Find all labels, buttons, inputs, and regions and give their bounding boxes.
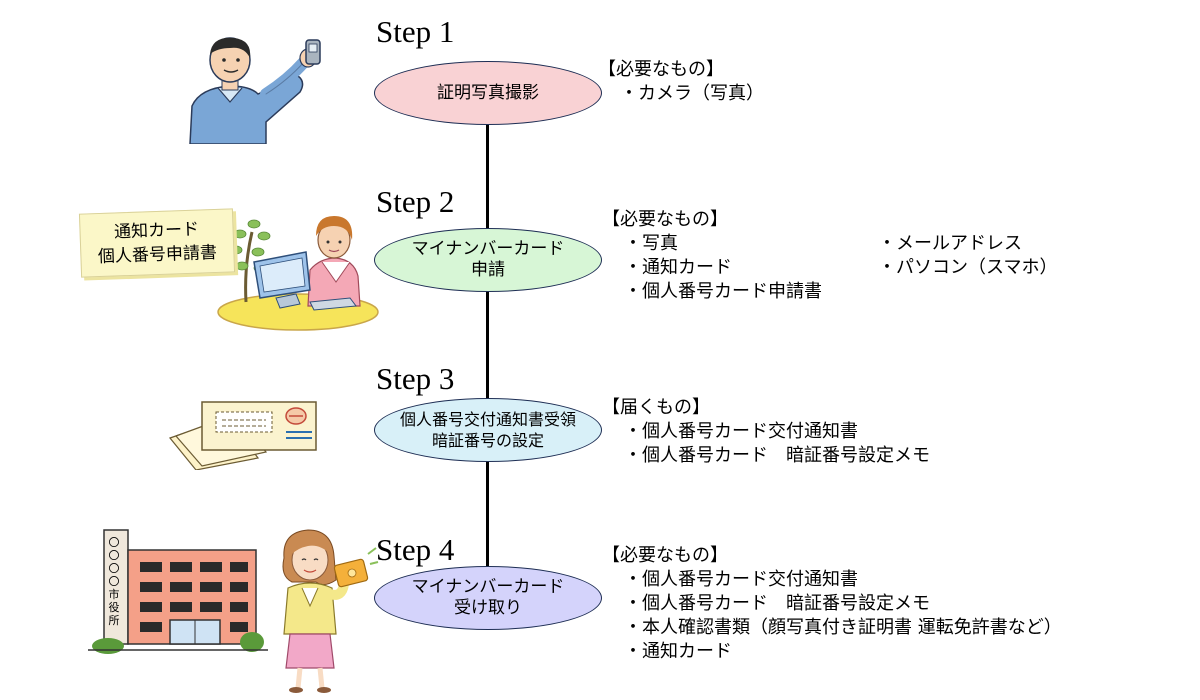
step-2-item-1: ・写真	[624, 233, 678, 254]
step-2-item-4: ・メールアドレス	[878, 233, 1022, 254]
note-card-line-1: 通知カード	[113, 219, 200, 243]
timeline-line	[486, 112, 489, 610]
step-1-info: 【必要なもの】 ・カメラ（写真）	[598, 58, 764, 106]
woman-holding-card-illustration	[282, 529, 379, 693]
city-hall-sign: 〇〇〇〇市役所	[108, 536, 120, 627]
step-4-title: Step 4	[376, 532, 455, 567]
step-4-label-line-2: 受け取り	[454, 598, 522, 618]
step-1-item-1: ・カメラ（写真）	[620, 83, 764, 104]
step-3-info: 【届くもの】 ・個人番号カード交付通知書 ・個人番号カード 暗証番号設定メモ	[602, 396, 930, 468]
step-4-item-2: ・個人番号カード 暗証番号設定メモ	[624, 593, 930, 614]
step-3-title: Step 3	[376, 361, 455, 396]
step-2-item-2: ・通知カード	[624, 257, 732, 278]
step-1-oval: 証明写真撮影	[374, 61, 602, 125]
step-2-info: 【必要なもの】 ・写真 ・メールアドレス ・通知カード ・パソコン（スマホ） ・…	[602, 208, 1058, 304]
step-3-label-line-2: 暗証番号の設定	[431, 431, 544, 450]
step-1-title: Step 1	[376, 14, 455, 49]
step-2-info-heading: 【必要なもの】	[602, 209, 728, 230]
step-2-item-5: ・パソコン（スマホ）	[878, 257, 1058, 278]
step-2-title: Step 2	[376, 184, 455, 219]
step-2-label-line-1: マイナンバーカード	[411, 239, 565, 259]
step-3-info-heading: 【届くもの】	[602, 397, 710, 418]
step-3-item-2: ・個人番号カード 暗証番号設定メモ	[624, 445, 930, 466]
step-2-oval: マイナンバーカード 申請	[374, 228, 602, 292]
man-with-camera-illustration	[189, 37, 321, 144]
envelopes-illustration	[168, 401, 317, 470]
step-4-info-heading: 【必要なもの】	[602, 545, 728, 566]
step-4-item-3: ・本人確認書類（顔写真付き証明書 運転免許書など）	[624, 617, 1062, 638]
step-4-oval: マイナンバーカード 受け取り	[374, 566, 602, 630]
step-4-item-4: ・通知カード	[624, 641, 732, 662]
step-1-label-line-1: 証明写真撮影	[437, 82, 539, 103]
step-3-oval: 個人番号交付通知書受領 暗証番号の設定	[374, 398, 602, 462]
step-1-info-heading: 【必要なもの】	[598, 59, 724, 80]
note-card-line-2: 個人番号申請書	[97, 242, 218, 268]
step-3-item-1: ・個人番号カード交付通知書	[624, 421, 858, 442]
step-2-label-line-2: 申請	[471, 260, 505, 280]
step-4-item-1: ・個人番号カード交付通知書	[624, 569, 858, 590]
step-2-item-3: ・個人番号カード申請書	[624, 281, 822, 302]
step-3-label-line-1: 個人番号交付通知書受領	[399, 410, 576, 429]
notification-card-note: 通知カード 個人番号申請書	[78, 208, 236, 278]
city-hall-building-illustration	[88, 529, 268, 654]
step-4-label-line-1: マイナンバーカード	[411, 577, 565, 597]
woman-at-computer-illustration	[217, 216, 379, 331]
step-4-info: 【必要なもの】 ・個人番号カード交付通知書 ・個人番号カード 暗証番号設定メモ …	[602, 544, 1062, 664]
